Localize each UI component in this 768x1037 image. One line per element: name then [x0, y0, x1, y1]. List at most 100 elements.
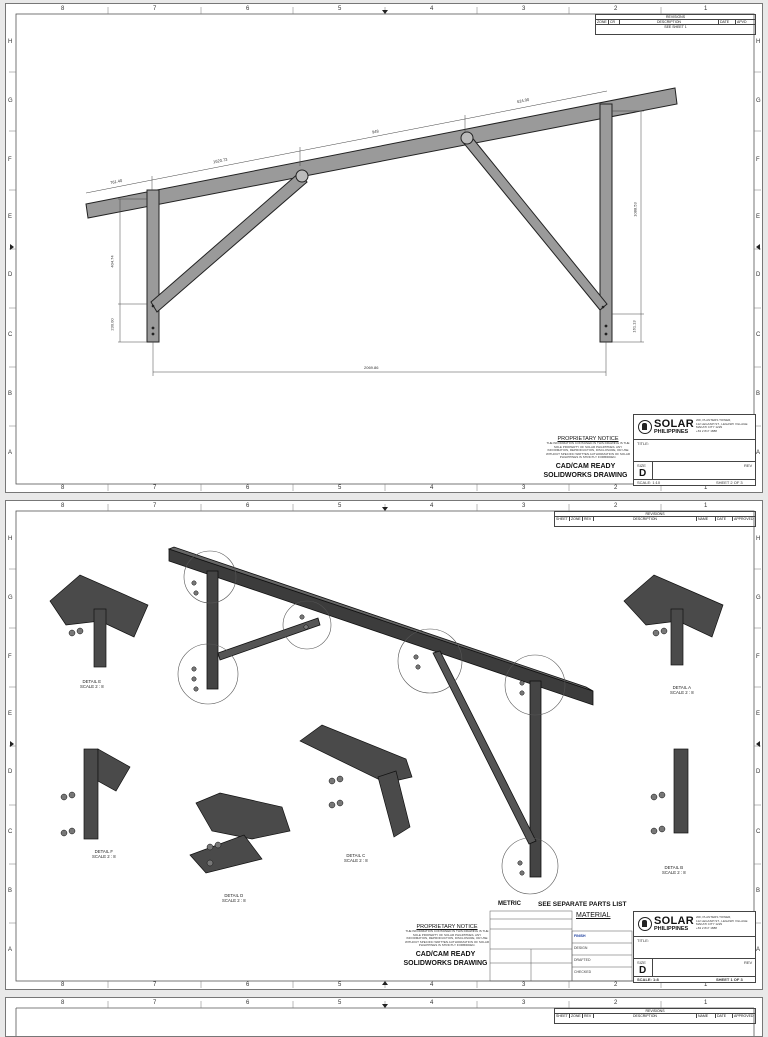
s2-zone-col-1: 1	[704, 503, 708, 509]
detail-a-caption: DETAIL A SCALE 2 : 8	[670, 685, 694, 695]
s2-zone-row-e: E	[8, 711, 13, 717]
detail-a-scale: SCALE 2 : 8	[670, 690, 694, 695]
zone-col-5: 5	[338, 6, 342, 12]
detail-c-scale: SCALE 2 : 8	[344, 858, 368, 863]
zone-col-2-bottom: 2	[614, 485, 618, 491]
logo-mark-icon-2	[638, 917, 652, 931]
metric-label: METRIC	[498, 901, 521, 907]
s2-zone-col-3-bottom: 3	[522, 982, 526, 988]
address-line-3: MAKATI CITY 1229	[696, 425, 723, 430]
s2-zone-col-7: 7	[153, 503, 157, 509]
scale-value-2: SCALE: 1:8	[637, 977, 659, 982]
s2-zone-col-8: 8	[61, 503, 65, 509]
dim-right-height: 1088.53	[632, 202, 638, 217]
rev3-col-date: DATE	[716, 1014, 733, 1018]
address2-line-1: 20F, PLANTERS TOWER,	[696, 915, 732, 919]
zone-col-4: 4	[430, 6, 434, 12]
notice-line-1: THE INFORMATION CONTAINED IN THIS DRAWIN…	[546, 441, 630, 449]
rev-col-cr: CR	[609, 20, 620, 24]
size-value: D	[639, 468, 647, 479]
detail-c-name: DETAIL C	[346, 853, 366, 858]
detail-e-caption: DETAIL E SCALE 2 : 8	[80, 679, 104, 689]
s2-zone-row-e-right: E	[756, 711, 761, 717]
logo-mark-icon	[638, 420, 652, 434]
s2-zone-col-4: 4	[430, 503, 434, 509]
notice2-line-1: THE INFORMATION CONTAINED IN THIS DRAWIN…	[405, 929, 489, 937]
s2-zone-row-a-right: A	[756, 947, 761, 953]
title-label-2: TITLE:	[637, 938, 650, 943]
detail-views	[49, 574, 724, 874]
title-block: SOLAR PHILIPPINES 20F, PLANTERS TOWER, 1…	[633, 414, 756, 486]
zone-col-6-bottom: 6	[246, 485, 250, 491]
zone-row-b: B	[8, 391, 13, 397]
drafted-label: DRAFTED	[574, 958, 591, 962]
s2-zone-row-c: C	[8, 829, 13, 835]
tb2-divider-3	[652, 958, 653, 976]
address-line-1: 20F, PLANTERS TOWER,	[696, 418, 732, 422]
isometric-assembly	[167, 546, 594, 878]
cad-ready-note-2: CAD/CAM READY SOLIDWORKS DRAWING	[398, 951, 493, 968]
size-label-2: SIZE	[637, 960, 646, 965]
s3-zone-col-2: 2	[614, 1000, 618, 1006]
s3-zone-col-5: 5	[338, 1000, 342, 1006]
s2-zone-col-6-bottom: 6	[246, 982, 250, 988]
dim-left-height: 404.74	[109, 255, 115, 268]
s2-zone-row-g: G	[8, 595, 13, 601]
notice-line-2: INFORMATION, REPRODUCTION, DISCLOSURE, O…	[547, 448, 629, 453]
s2-zone-col-4-bottom: 4	[430, 982, 434, 988]
s3-zone-col-6: 6	[246, 1000, 250, 1006]
detail-c-caption: DETAIL C SCALE 2 : 8	[344, 853, 368, 863]
revision-title: REVISIONS	[596, 15, 755, 20]
scale-value: SCALE: 1:10	[637, 480, 661, 485]
rev2-col-approved: APPROVED	[734, 517, 754, 521]
detail-b-scale: SCALE 2 : 8	[662, 870, 686, 875]
drawing-sheet-2: 8 7 6 5 4 3 2 1 8 7 6 5 4 3 2 1 H G F E …	[5, 500, 763, 990]
rev3-col-rev: REV	[583, 1014, 594, 1018]
notice2-line-4: PHILIPPINES IS STRICTLY FORBIDDEN.	[418, 943, 476, 948]
frame-drawing	[85, 87, 678, 343]
notice-heading: PROPRIETARY NOTICE	[557, 436, 619, 442]
company-logo: SOLAR PHILIPPINES	[638, 419, 694, 435]
s3-zone-col-4: 4	[430, 1000, 434, 1006]
zone-row-d-right: D	[756, 272, 761, 278]
rev3-col-name: NAME	[697, 1014, 716, 1018]
zone-col-5-bottom: 5	[338, 485, 342, 491]
zone-col-4-bottom: 4	[430, 485, 434, 491]
detail-d-name: DETAIL D	[224, 893, 244, 898]
logo-text-1: SOLAR	[654, 418, 694, 430]
zone-col-7: 7	[153, 6, 157, 12]
detail-f-caption: DETAIL F SCALE 2 : 8	[92, 849, 116, 859]
cad-line-2: SOLIDWORKS DRAWING	[543, 471, 628, 479]
parts-list-note: SEE SEPARATE PARTS LIST	[538, 901, 627, 908]
rev3-col-zone: ZONE	[570, 1014, 583, 1018]
s2-zone-col-1-bottom: 1	[704, 982, 708, 988]
cad-ready-note: CAD/CAM READY SOLIDWORKS DRAWING	[538, 463, 633, 480]
zone-row-e-right: E	[756, 214, 761, 220]
s2-zone-row-g-right: G	[756, 595, 761, 601]
title-label: TITLE:	[637, 441, 650, 446]
dim-right-base: 161.13	[631, 320, 637, 333]
zone-row-a: A	[8, 450, 13, 456]
s2-zone-row-b-right: B	[756, 888, 761, 894]
zone-row-d: D	[8, 272, 13, 278]
rev2-col-name: NAME	[697, 517, 716, 521]
zone-col-1: 1	[704, 6, 708, 12]
rev-col-apvd: APVD	[737, 20, 747, 24]
zone-row-c: C	[8, 332, 13, 338]
revision-row-note: SEE SHEET 1	[664, 25, 687, 29]
revision-table-2: REVISIONS SHEET ZONE REV DESCRIPTION NAM…	[554, 511, 756, 527]
tb-divider-1	[634, 439, 755, 440]
material-label: MATERIAL	[576, 912, 611, 919]
rev2-col-date: DATE	[716, 517, 733, 521]
zone-col-8: 8	[61, 6, 65, 12]
logo2-text-2: PHILIPPINES	[654, 926, 689, 932]
zone-col-2: 2	[614, 6, 618, 12]
dim-overall-width: 2069.86	[364, 365, 379, 370]
proprietary-notice: PROPRIETARY NOTICE THE INFORMATION CONTA…	[543, 436, 633, 460]
rev3-col-sheet: SHEET	[555, 1014, 570, 1018]
detail-e-scale: SCALE 2 : 8	[80, 684, 104, 689]
size-label: SIZE	[637, 463, 646, 468]
s2-zone-row-f-right: F	[756, 654, 760, 660]
s3-zone-col-7: 7	[153, 1000, 157, 1006]
zone-row-g-right: G	[756, 98, 761, 104]
